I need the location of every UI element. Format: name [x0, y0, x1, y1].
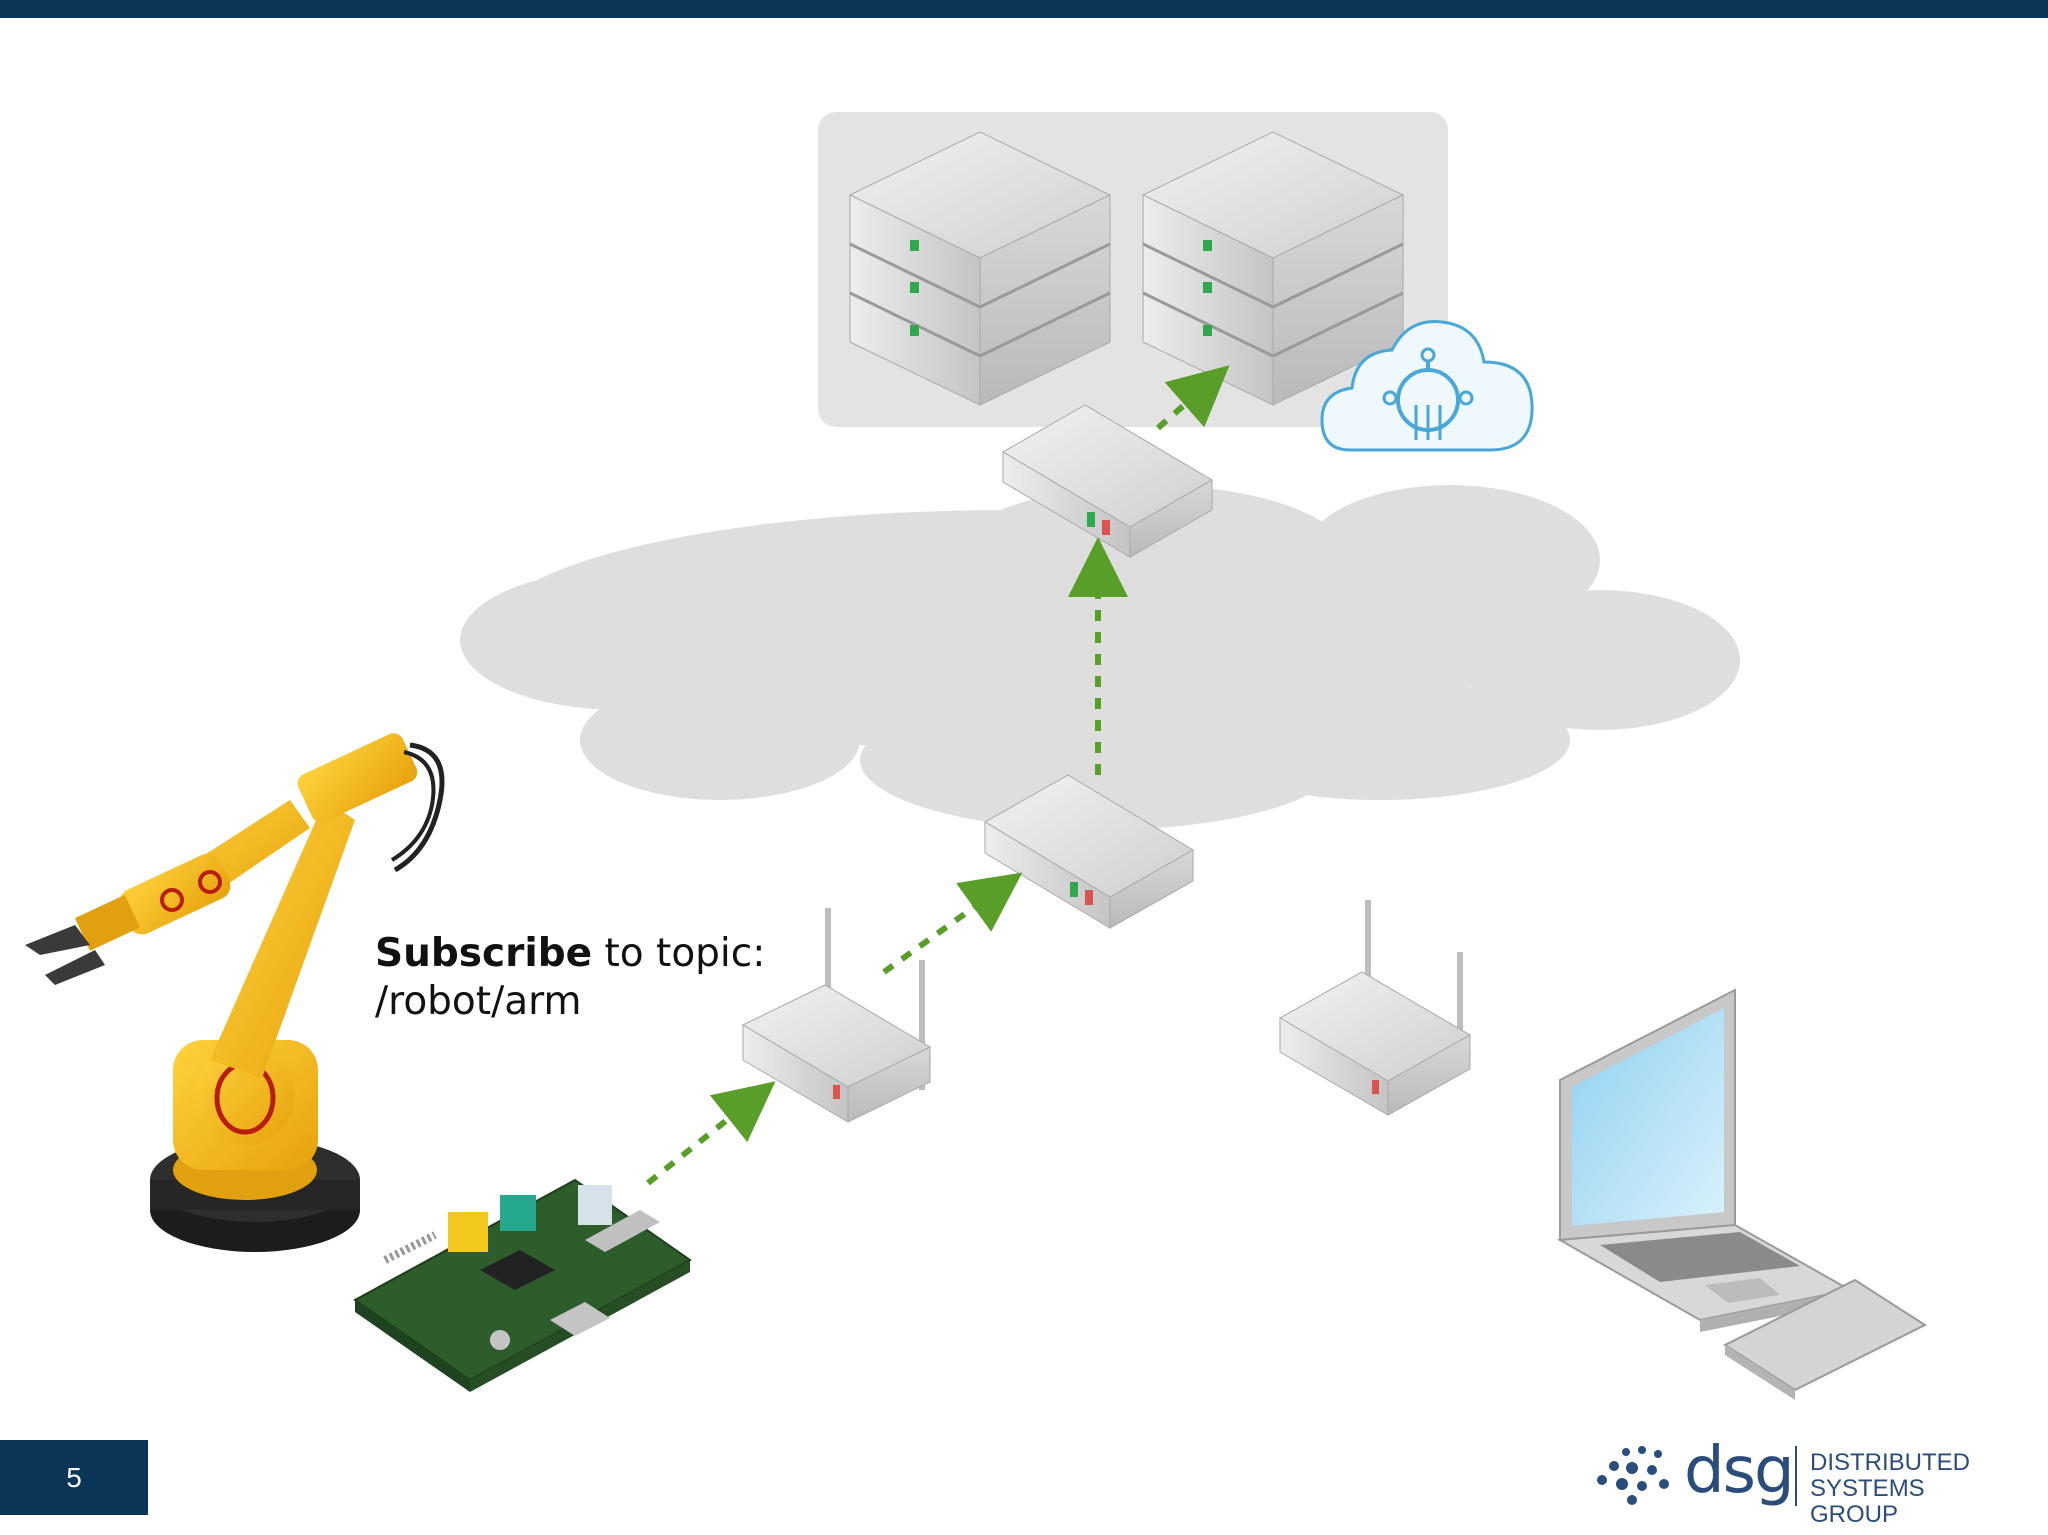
laptop-icon	[1556, 988, 1928, 1400]
caption-bold: Subscribe	[375, 931, 593, 976]
robot-arm-icon	[25, 733, 445, 1252]
dots-logo-icon	[1597, 1446, 1669, 1505]
logo-text: DISTRIBUTED SYSTEMS GROUP	[1810, 1450, 2012, 1528]
arrow-gateway-to-server	[1156, 365, 1230, 431]
wifi-router-left-icon	[741, 908, 932, 1123]
logo-word: dsg	[1684, 1434, 1795, 1508]
logo-separator	[1795, 1446, 1797, 1506]
wifi-router-right-icon	[1278, 900, 1472, 1116]
circuit-board-icon	[353, 1178, 692, 1392]
logo-line2: SYSTEMS GROUP	[1810, 1475, 1925, 1528]
server-stack-left-icon	[848, 131, 1112, 406]
caption-topic: /robot/arm	[375, 979, 582, 1024]
router-switch-icon	[984, 774, 1194, 929]
message-flow-arrows	[646, 365, 1230, 1186]
page-number: 5	[0, 1440, 148, 1515]
caption-rest: to topic:	[592, 931, 766, 976]
network-cloud	[460, 485, 1740, 830]
logo-line1: DISTRIBUTED	[1810, 1449, 1971, 1476]
arrow-router-to-switch	[882, 872, 1023, 975]
iot-cloud-icon	[1320, 320, 1534, 452]
gateway-switch-icon	[1002, 404, 1213, 558]
dsg-logo: dsg DISTRIBUTED SYSTEMS GROUP	[1592, 1434, 2012, 1528]
top-bar	[0, 0, 2048, 18]
server-stack-right-icon	[1141, 131, 1405, 406]
subscribe-caption: Subscribe to topic: /robot/arm	[375, 930, 765, 1026]
arrow-board-to-router	[646, 1081, 776, 1186]
